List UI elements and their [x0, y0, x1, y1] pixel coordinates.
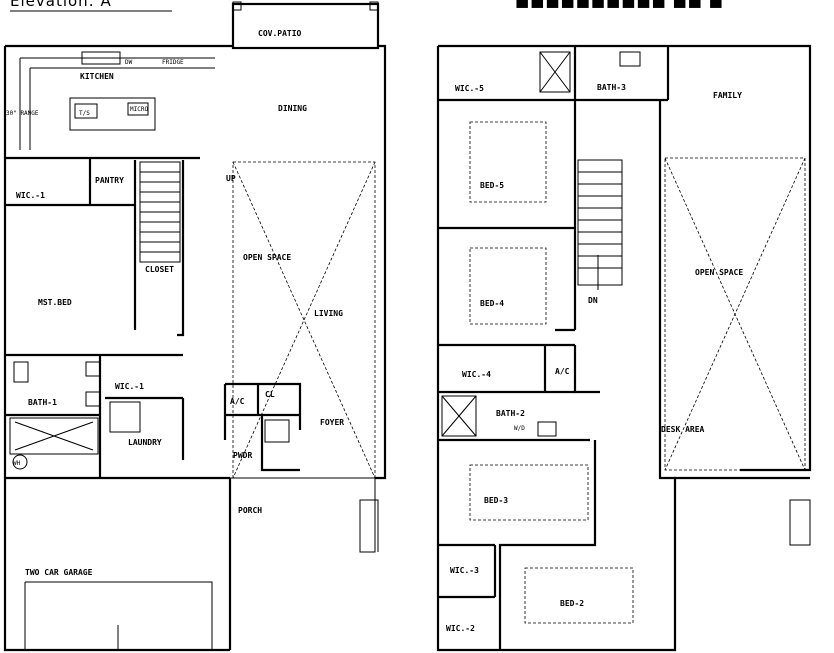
- room-label: OPEN SPACE: [695, 268, 743, 277]
- room-label: WIC.-3: [450, 566, 479, 575]
- room-label: WIC.-1: [115, 382, 144, 391]
- room-label: CL: [265, 390, 275, 399]
- fixture-label: T/S: [79, 110, 90, 117]
- room-label: A/C: [230, 397, 245, 406]
- room-label: PORCH: [238, 506, 262, 515]
- room-label: LAUNDRY: [128, 438, 162, 447]
- upper-title-fragment: ■■■■■■■■■■ ■■ ■: [515, 0, 724, 10]
- ground-outer-walls: [3, 44, 387, 652]
- room-label: OPEN SPACE: [243, 253, 291, 262]
- room-label: CLOSET: [145, 265, 174, 274]
- room-label: WIC.-4: [462, 370, 491, 379]
- room-label: PANTRY: [95, 176, 124, 185]
- room-label: WIC.-2: [446, 624, 475, 633]
- fixture-label: FRIDGE: [162, 59, 184, 66]
- room-label: DINING: [278, 104, 307, 113]
- room-label: DN: [588, 296, 598, 305]
- room-label: WIC.-1: [16, 191, 45, 200]
- room-label: FOYER: [320, 418, 344, 427]
- room-label: BED-2: [560, 599, 584, 608]
- room-label: BED-5: [480, 181, 504, 190]
- cov-patio-outline: [231, 2, 380, 50]
- room-label: MST.BED: [38, 298, 72, 307]
- upper-floor-plan: WIC.-5 BATH-3 FAMILY BED-5 BED-4 DN OPEN…: [436, 44, 812, 652]
- ground-floor-plan: COV.PATIO KITCHEN DW FRIDGE 30" RANGE T/…: [3, 1, 387, 652]
- room-label: DESK AREA: [661, 425, 705, 434]
- fixture-label: W/D: [514, 425, 525, 432]
- room-label: PWDR: [233, 451, 252, 460]
- fixture-label: MICRO: [130, 106, 148, 113]
- room-label: A/C: [555, 367, 570, 376]
- room-label: BED-3: [484, 496, 508, 505]
- room-label: UP: [226, 174, 236, 183]
- room-label: KITCHEN: [80, 72, 114, 81]
- room-label: BED-4: [480, 299, 504, 308]
- room-label: BATH-1: [28, 398, 57, 407]
- room-label: WIC.-5: [455, 84, 484, 93]
- elevation-title: Elevation: A: [10, 0, 112, 10]
- fixture-label: 30" RANGE: [6, 110, 39, 117]
- room-label: LIVING: [314, 309, 343, 318]
- fixture-label: DW: [125, 59, 133, 66]
- room-label: BATH-2: [496, 409, 525, 418]
- room-label: COV.PATIO: [258, 29, 302, 38]
- room-label: BATH-3: [597, 83, 626, 92]
- fixture-label: WH: [13, 460, 21, 467]
- room-label: FAMILY: [713, 91, 742, 100]
- room-label: TWO CAR GARAGE: [25, 568, 93, 577]
- upper-outer-walls: [436, 44, 812, 652]
